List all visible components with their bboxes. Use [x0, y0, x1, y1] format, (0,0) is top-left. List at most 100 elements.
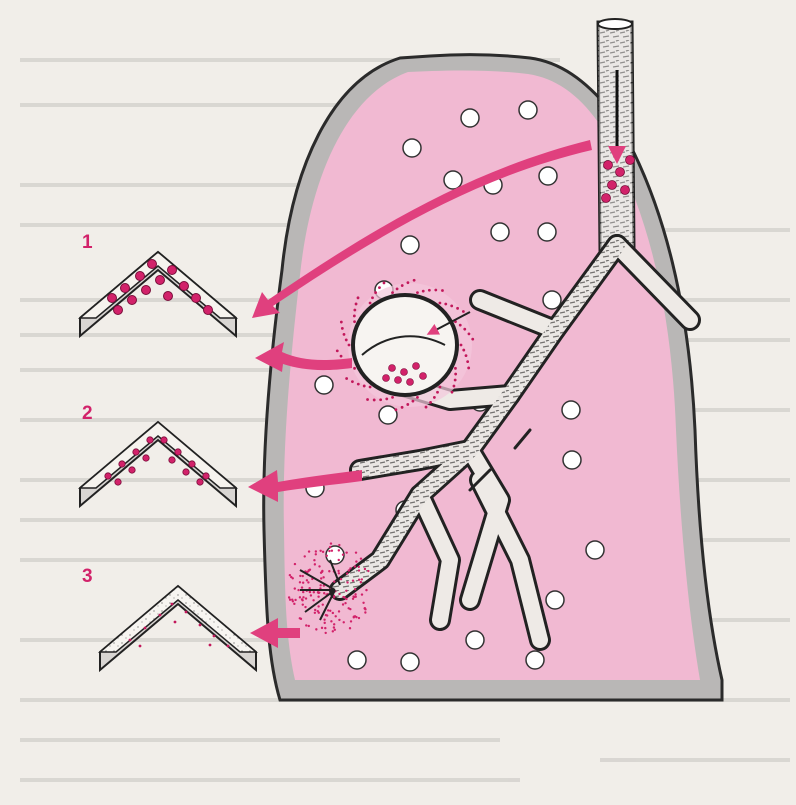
speckle-dot [317, 596, 319, 598]
particle [108, 294, 117, 303]
alveolus [466, 631, 484, 649]
halo-dot [422, 290, 425, 293]
speckle-dot [364, 607, 366, 609]
halo-dot [425, 406, 428, 409]
speckle-dot [290, 576, 292, 578]
halo-dot [439, 386, 442, 389]
speckle-dot [305, 624, 307, 626]
speckle-dot [315, 553, 317, 555]
particle [133, 449, 139, 455]
halo-dot [353, 315, 356, 318]
speckle-dot [328, 570, 330, 572]
halo-dot [462, 349, 465, 352]
speckle-dot [319, 584, 321, 586]
speckle-dot [315, 550, 317, 552]
speckle-dot [358, 569, 360, 571]
speckle-dot [317, 610, 319, 612]
speckle-dot [302, 596, 304, 598]
alveolus [315, 376, 333, 394]
particle [175, 449, 181, 455]
particle [204, 306, 213, 315]
halo-dot [355, 303, 358, 306]
halo-dot [467, 367, 470, 370]
alveolus [526, 651, 544, 669]
speckle-dot [342, 603, 344, 605]
speckle-dot [326, 555, 328, 557]
speckle-dot [338, 593, 340, 595]
particle [621, 186, 630, 195]
particle [129, 467, 135, 473]
speckle-dot [324, 627, 326, 629]
halo-dot [391, 291, 394, 294]
speckle-dot [313, 591, 315, 593]
speckle-dot [317, 592, 319, 594]
speckle-dot [338, 619, 340, 621]
particle [602, 194, 611, 203]
halo-dot [428, 289, 431, 292]
speckle-dot [355, 560, 357, 562]
speckle-dot [334, 629, 336, 631]
dust-dot [209, 644, 212, 647]
alveolus [461, 109, 479, 127]
speckle-dot [299, 575, 301, 577]
speckle-dot [320, 577, 322, 579]
halo-dot [373, 399, 376, 402]
halo-dot [383, 282, 386, 285]
speckle-dot [342, 596, 344, 598]
particle [121, 284, 130, 293]
particle [119, 461, 125, 467]
speckle-dot [338, 610, 340, 612]
particle [608, 181, 617, 190]
dust-dot [185, 611, 188, 614]
halo-dot [343, 333, 346, 336]
speckle-dot [299, 596, 301, 598]
speckle-dot [348, 569, 350, 571]
speckle-dot [364, 568, 366, 570]
halo-dot [460, 344, 463, 347]
speckle-dot [294, 563, 296, 565]
speckle-dot [310, 594, 312, 596]
particle [420, 373, 427, 380]
speckle-dot [314, 563, 316, 565]
speckle-dot [330, 620, 332, 622]
sample-chevron-3 [100, 586, 256, 670]
halo-dot [353, 309, 356, 312]
speckle-dot [333, 623, 335, 625]
speckle-dot [364, 611, 366, 613]
speckle-dot [329, 546, 331, 548]
dust-dot [213, 635, 216, 638]
dust-dot [199, 624, 202, 627]
speckle-dot [360, 581, 362, 583]
halo-dot [441, 289, 444, 292]
particle [164, 292, 173, 301]
speckle-dot [330, 542, 332, 544]
particle [203, 473, 209, 479]
halo-dot [353, 367, 356, 370]
particle [105, 473, 111, 479]
halo-dot [439, 302, 442, 305]
speckle-dot [335, 615, 337, 617]
speckle-dot [314, 612, 316, 614]
speckle-dot [345, 551, 347, 553]
speckle-dot [299, 581, 301, 583]
alveolus [586, 541, 604, 559]
speckle-dot [315, 628, 317, 630]
halo-dot [357, 296, 360, 299]
speckle-dot [333, 580, 335, 582]
speckle-dot [301, 586, 303, 588]
alveolus [562, 401, 580, 419]
particle [136, 272, 145, 281]
halo-dot [353, 320, 356, 323]
sample-chevron-2 [80, 422, 236, 506]
halo-dot [378, 286, 381, 289]
speckle-dot [344, 602, 346, 604]
speckle-dot [325, 614, 327, 616]
speckle-dot [365, 589, 367, 591]
alveolus [519, 101, 537, 119]
halo-dot [406, 403, 409, 406]
speckle-dot [333, 626, 335, 628]
halo-dot [456, 307, 459, 310]
particle [197, 479, 203, 485]
halo-dot [357, 383, 360, 386]
dust-dot [144, 627, 147, 630]
